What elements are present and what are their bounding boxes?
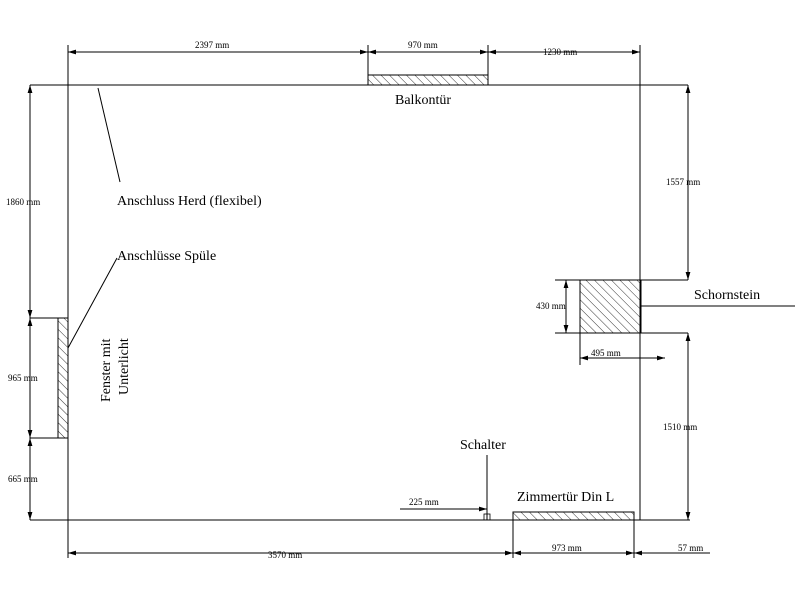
dim-right-bottom: 1510 mm xyxy=(663,422,697,432)
dim-left-bottom: 665 mm xyxy=(8,474,38,484)
dim-bottom-right: 57 mm xyxy=(678,543,703,553)
dim-bottom-left: 3570 mm xyxy=(268,550,302,560)
balcony-door xyxy=(367,74,489,86)
dim-chimney-width: 495 mm xyxy=(591,348,621,358)
dim-switch-offset: 225 mm xyxy=(409,497,439,507)
window-label-line2: Unterlicht xyxy=(117,338,132,395)
dim-top-door: 970 mm xyxy=(408,40,438,50)
dim-top-right: 1230 mm xyxy=(543,47,577,57)
chimney-label: Schornstein xyxy=(694,288,760,303)
window xyxy=(57,317,69,439)
switch-label: Schalter xyxy=(460,438,506,453)
dim-right-top: 1557 mm xyxy=(666,177,700,187)
stove-connection-label: Anschluss Herd (flexibel) xyxy=(117,194,262,209)
room-door xyxy=(512,511,635,521)
dimension-lines xyxy=(27,49,710,556)
dim-left-window: 965 mm xyxy=(8,373,38,383)
dim-left-top: 1860 mm xyxy=(6,197,40,207)
room-door-label: Zimmertür Din L xyxy=(517,490,614,505)
window-label-line1: Fenster mit xyxy=(99,339,114,402)
switch-symbol xyxy=(483,513,491,521)
chimney xyxy=(579,279,642,334)
balcony-door-label: Balkontür xyxy=(395,93,451,108)
dim-top-left: 2397 mm xyxy=(195,40,229,50)
sink-connections-label: Anschlüsse Spüle xyxy=(117,249,216,264)
dim-chimney-height: 430 mm xyxy=(536,301,566,311)
dim-bottom-door: 973 mm xyxy=(552,543,582,553)
